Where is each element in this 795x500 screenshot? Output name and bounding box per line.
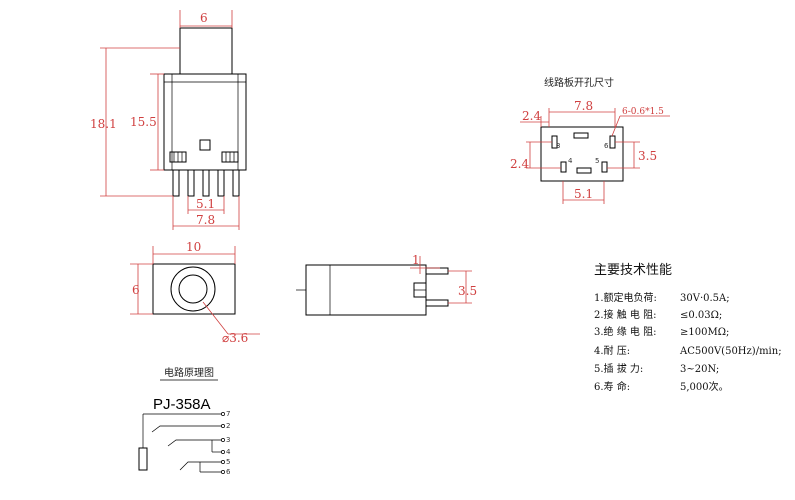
schematic-title: 电路原理图 <box>164 366 214 379</box>
pcb-pin-label: 3 <box>556 142 560 150</box>
front-dim-width: 10 <box>186 240 201 254</box>
side-dim-pin-pitch: 3.5 <box>458 284 477 298</box>
pcb-pin-label: 4 <box>568 157 573 165</box>
spec-panel: 主要技术性能 1.额定电负荷: 30V·0.5A; 2.接 触 电 阻: ≤0.… <box>594 263 782 393</box>
schematic-pin-label: 4 <box>226 448 231 456</box>
model-number: PJ-358A <box>153 396 211 413</box>
spec-value: AC500V(50Hz)/min; <box>679 346 782 357</box>
pcb-hole <box>609 135 616 149</box>
front-view: 10 6 ⌀3.6 <box>130 240 260 345</box>
spec-value: 30V·0.5A; <box>680 293 730 304</box>
dim-total-height: 18.1 <box>90 117 117 131</box>
spec-label: 2.接 触 电 阻: <box>594 308 656 321</box>
pcb-layout: 线路板开孔尺寸 3 6 4 5 7.8 2.4 2.4 3.5 <box>510 76 670 204</box>
front-dim-height: 6 <box>132 283 140 297</box>
pcb-hole <box>601 161 608 173</box>
pcb-hole <box>573 132 589 139</box>
pcb-dim-left-height: 2.4 <box>510 157 529 171</box>
spec-value: 3~20N; <box>680 364 719 375</box>
side-dim-pin-gap: 1 <box>412 253 420 267</box>
schematic-pin-label: 2 <box>226 422 230 430</box>
pcb-layout-title: 线路板开孔尺寸 <box>544 76 614 89</box>
schematic: 电路原理图 PJ-358A 7 2 3 4 5 6 <box>138 366 231 476</box>
pcb-dim-bottom-pitch: 5.1 <box>574 187 593 201</box>
spec-value: 5,000次。 <box>680 380 729 393</box>
schematic-pin-label: 5 <box>226 458 230 466</box>
dim-pin-pitch: 5.1 <box>196 197 215 211</box>
spec-label: 6.寿 命: <box>594 380 630 393</box>
schematic-pin-label: 3 <box>226 436 230 444</box>
dim-body-height: 15.5 <box>130 115 157 129</box>
top-view: 6 18.1 15.5 5.1 7.8 <box>90 10 247 230</box>
front-dim-hole: ⌀3.6 <box>222 331 248 345</box>
pcb-hole <box>576 167 592 174</box>
pcb-hole <box>560 161 567 173</box>
spec-label: 3.绝 缘 电 阻: <box>594 325 656 338</box>
pcb-dim-left-offset: 2.4 <box>522 109 541 123</box>
spec-value: ≤0.03Ω; <box>680 310 722 321</box>
pcb-hole-note: 6-0.6*1.5 <box>622 107 664 117</box>
spec-label: 4.耐 压: <box>594 344 630 357</box>
schematic-pin-label: 7 <box>226 410 230 418</box>
pcb-dim-width: 7.8 <box>574 99 593 113</box>
schematic-pin-label: 6 <box>226 468 231 476</box>
spec-label: 1.额定电负荷: <box>594 291 657 304</box>
spec-value: ≥100MΩ; <box>680 327 729 338</box>
spec-label: 5.插 拔 力: <box>594 362 643 375</box>
pcb-pin-label: 6 <box>604 142 609 150</box>
side-view: 1 3.5 <box>296 253 477 316</box>
dim-top-width: 6 <box>200 11 208 25</box>
spec-title: 主要技术性能 <box>594 263 672 278</box>
pcb-dim-right-height: 3.5 <box>638 149 657 163</box>
dim-pin-span: 7.8 <box>196 213 215 227</box>
pcb-pin-label: 5 <box>595 157 599 165</box>
